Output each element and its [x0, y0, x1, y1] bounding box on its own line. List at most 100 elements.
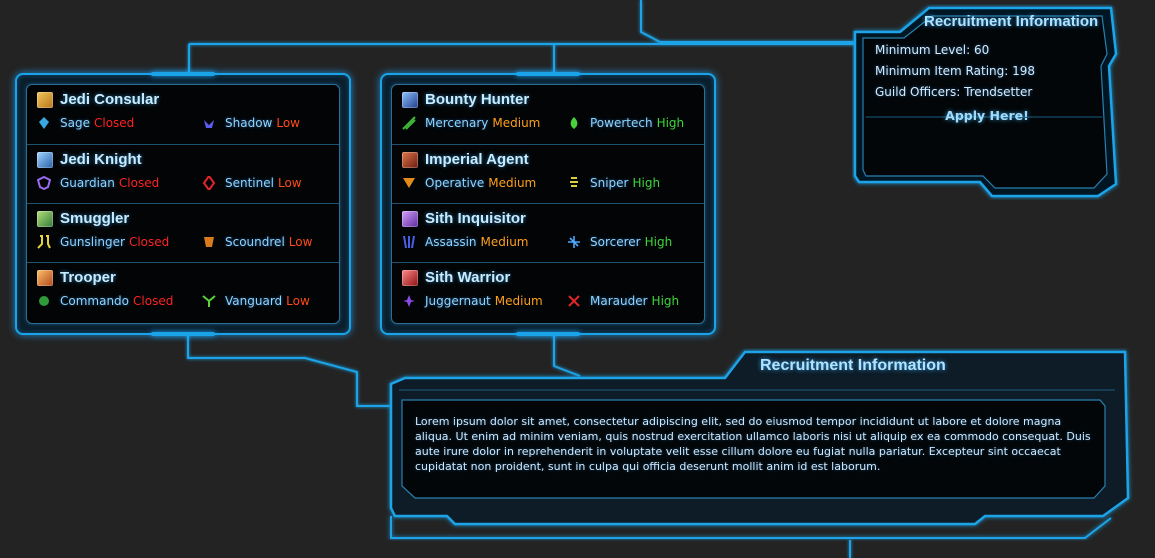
spec-status: Closed: [128, 235, 170, 249]
powertech-icon: [567, 116, 581, 130]
spec-guardian: Guardian Closed: [37, 176, 159, 190]
spec-shadow: Shadow Low: [202, 116, 300, 130]
spec-status: Closed: [118, 176, 160, 190]
mercenary-icon: [402, 116, 416, 130]
spec-name: Sniper: [590, 176, 629, 190]
empire-class-panel: Bounty Hunter Mercenary Medium Powertech…: [380, 72, 716, 336]
spec-status: High: [656, 116, 685, 130]
class-group-smuggler: Smuggler Gunslinger Closed Scoundrel Low: [27, 203, 339, 263]
juggernaut-icon: [402, 294, 416, 308]
spec-sage: Sage Closed: [37, 116, 134, 130]
spec-status: Low: [276, 116, 300, 130]
trooper-icon: [37, 269, 53, 286]
guild-officers-text: Guild Officers: Trendsetter: [875, 85, 1033, 99]
imperial-agent-icon: [402, 151, 418, 168]
spec-name: Operative: [425, 176, 485, 190]
spec-status: Low: [286, 294, 310, 308]
spec-sorcerer: Sorcerer High: [567, 235, 672, 249]
spec-status: Medium: [492, 116, 541, 130]
sorcerer-icon: [567, 235, 581, 249]
sage-icon: [37, 116, 51, 130]
spec-commando: Commando Closed: [37, 294, 173, 308]
sith-warrior-icon: [402, 269, 418, 286]
spec-scoundrel: Scoundrel Low: [202, 235, 312, 249]
spec-name: Gunslinger: [60, 235, 125, 249]
class-name: Jedi Knight: [60, 151, 142, 168]
smuggler-icon: [37, 210, 53, 227]
spec-status: Low: [288, 235, 313, 249]
spec-status: Closed: [133, 294, 174, 308]
sith-inquisitor-icon: [402, 210, 418, 227]
spec-operative: Operative Medium: [402, 176, 536, 190]
spec-name: Assassin: [425, 235, 477, 249]
spec-name: Scoundrel: [225, 235, 285, 249]
class-name: Sith Warrior: [425, 269, 511, 286]
assassin-icon: [402, 235, 416, 249]
empire-class-list: Bounty Hunter Mercenary Medium Powertech…: [391, 84, 705, 324]
spec-marauder: Marauder High: [567, 294, 679, 308]
gunslinger-icon: [37, 235, 51, 249]
class-group-sith-inquisitor: Sith Inquisitor Assassin Medium Sorcerer…: [392, 203, 704, 263]
spec-name: Marauder: [590, 294, 648, 308]
guardian-icon: [37, 176, 51, 190]
class-name: Smuggler: [60, 210, 130, 227]
spec-status: Medium: [488, 176, 537, 190]
panel-bottom-tab: [151, 332, 215, 336]
recruitment-description: Lorem ipsum dolor sit amet, consectetur …: [415, 415, 1091, 473]
recruitment-details-panel: [389, 350, 1130, 539]
class-group-jedi-knight: Jedi Knight Guardian Closed Sentinel Low: [27, 144, 339, 204]
spec-powertech: Powertech High: [567, 116, 684, 130]
spec-name: Sorcerer: [590, 235, 641, 249]
recruitment-info-title: Recruitment Information: [924, 13, 1099, 30]
republic-class-panel: Jedi Consular Sage Closed Shadow Low Jed…: [15, 72, 351, 336]
spec-gunslinger: Gunslinger Closed: [37, 235, 169, 249]
spec-name: Powertech: [590, 116, 653, 130]
class-name: Jedi Consular: [60, 91, 160, 108]
recruitment-details-title: Recruitment Information: [760, 357, 946, 374]
apply-here-link[interactable]: Apply Here!: [945, 108, 1029, 123]
panel-top-tab: [516, 72, 580, 76]
operative-icon: [402, 176, 416, 190]
spec-name: Mercenary: [425, 116, 489, 130]
spec-name: Sage: [60, 116, 90, 130]
marauder-icon: [567, 294, 581, 308]
spec-name: Shadow: [225, 116, 273, 130]
bounty-hunter-icon: [402, 91, 418, 108]
commando-icon: [37, 294, 51, 308]
spec-status: High: [644, 235, 673, 249]
spec-name: Juggernaut: [425, 294, 491, 308]
spec-name: Commando: [60, 294, 130, 308]
class-name: Bounty Hunter: [425, 91, 530, 108]
spec-status: Low: [277, 176, 302, 190]
class-group-bounty-hunter: Bounty Hunter Mercenary Medium Powertech…: [392, 85, 704, 144]
jedi-consular-icon: [37, 91, 53, 108]
spec-sentinel: Sentinel Low: [202, 176, 302, 190]
panel-top-tab: [151, 72, 215, 76]
spec-name: Guardian: [60, 176, 115, 190]
shadow-icon: [202, 116, 216, 130]
spec-juggernaut: Juggernaut Medium: [402, 294, 543, 308]
republic-class-list: Jedi Consular Sage Closed Shadow Low Jed…: [26, 84, 340, 324]
class-group-jedi-consular: Jedi Consular Sage Closed Shadow Low: [27, 85, 339, 144]
class-name: Sith Inquisitor: [425, 210, 526, 227]
class-name: Imperial Agent: [425, 151, 529, 168]
sentinel-icon: [202, 176, 216, 190]
spec-status: High: [632, 176, 661, 190]
spec-mercenary: Mercenary Medium: [402, 116, 540, 130]
vanguard-icon: [202, 294, 216, 308]
minimum-level-text: Minimum Level: 60: [875, 43, 990, 57]
spec-status: Closed: [93, 116, 135, 130]
sniper-icon: [567, 176, 581, 190]
spec-sniper: Sniper High: [567, 176, 660, 190]
spec-status: High: [651, 294, 680, 308]
spec-name: Vanguard: [225, 294, 283, 308]
spec-assassin: Assassin Medium: [402, 235, 529, 249]
class-group-imperial-agent: Imperial Agent Operative Medium Sniper H…: [392, 144, 704, 204]
class-group-sith-warrior: Sith Warrior Juggernaut Medium Marauder …: [392, 262, 704, 322]
class-group-trooper: Trooper Commando Closed Vanguard Low: [27, 262, 339, 322]
spec-status: Medium: [494, 294, 543, 308]
minimum-item-rating-text: Minimum Item Rating: 198: [875, 64, 1036, 78]
spec-status: Medium: [480, 235, 529, 249]
jedi-knight-icon: [37, 151, 53, 168]
